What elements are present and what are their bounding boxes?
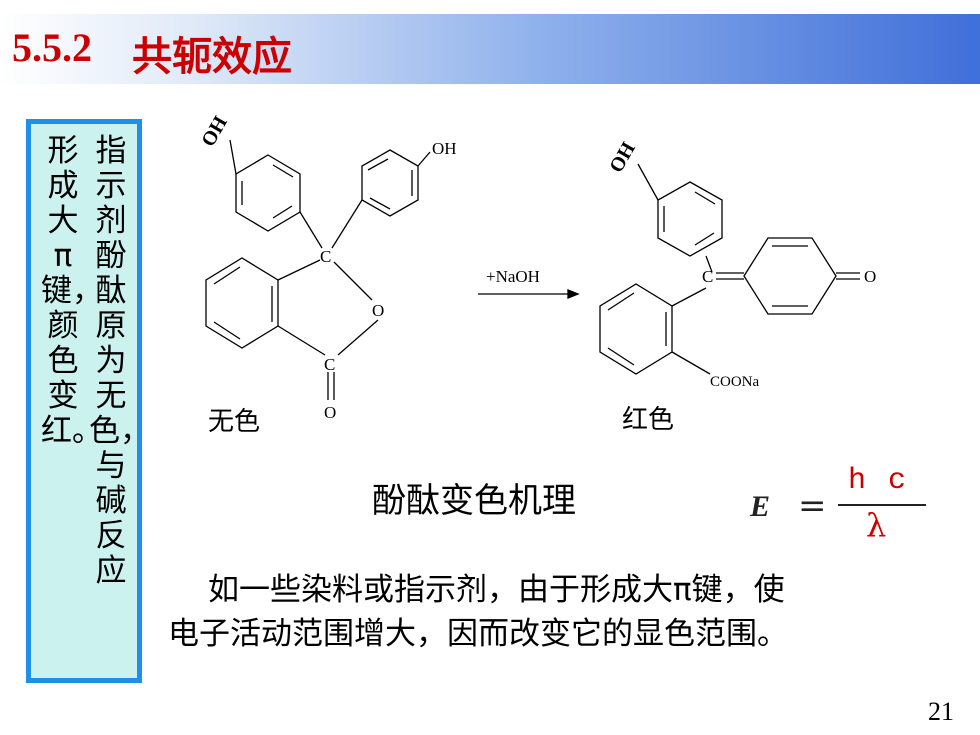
oh-label-2: OH xyxy=(432,139,457,158)
section-number: 5.5.2 xyxy=(12,25,92,70)
section-title: 共轭效应 xyxy=(132,34,292,80)
central-carbon-label: C xyxy=(320,247,331,266)
body-line-1: 如一些染料或指示剂，由于形成大π键，使 xyxy=(208,572,785,608)
coona-label: COONa xyxy=(710,374,760,390)
keto-oxygen-label: O xyxy=(864,267,876,286)
energy-formula: E = h c λ xyxy=(740,462,940,544)
left-phenol-ring-1 xyxy=(235,154,301,232)
oh-label-3: OH xyxy=(605,138,640,176)
fraction-bar xyxy=(838,504,926,506)
right-phenol-ring xyxy=(657,181,723,257)
phenolphthalein-reaction-diagram: OH OH C O C O +NaOH OH C O COONa 无色 红色 xyxy=(197,112,876,437)
formula-lhs: E xyxy=(750,490,771,523)
left-benzene-ring xyxy=(205,257,279,349)
body-line-2: 电子活动范围增大，因而改变它的显色范围。 xyxy=(168,616,788,652)
formula-equals: = xyxy=(798,486,827,526)
formula-numerator: h c xyxy=(848,464,909,498)
diagram-caption: 酚酞变色机理 xyxy=(372,481,576,521)
body-paragraph: 如一些染料或指示剂，由于形成大π键，使 电子活动范围增大，因而改变它的显色范围。 xyxy=(168,568,948,656)
ring-oxygen-label: O xyxy=(372,301,384,320)
formula-denominator: λ xyxy=(866,506,887,544)
right-carbon-label: C xyxy=(702,267,713,286)
reagent-label: +NaOH xyxy=(486,267,540,286)
carbonyl-oxygen-label: O xyxy=(324,403,336,422)
side-note-column-2: 形成大π键，颜色变红。 xyxy=(41,133,103,449)
right-benzene-ring xyxy=(599,283,673,375)
right-color-label: 红色 xyxy=(622,405,674,435)
left-color-label: 无色 xyxy=(208,407,260,437)
left-phenol-ring-2 xyxy=(361,149,419,217)
side-note-box: 指示剂酚酞原为无色，与碱反应 形成大π键，颜色变红。 xyxy=(26,119,151,683)
side-note-column-1: 指示剂酚酞原为无色，与碱反应 xyxy=(89,133,151,589)
carbonyl-carbon-label: C xyxy=(324,355,335,374)
quinoid-ring xyxy=(743,237,837,315)
title-bar: 5.5.2 共轭效应 xyxy=(0,14,980,84)
oh-label-1: OH xyxy=(197,112,232,150)
page-number: 21 xyxy=(928,697,954,726)
